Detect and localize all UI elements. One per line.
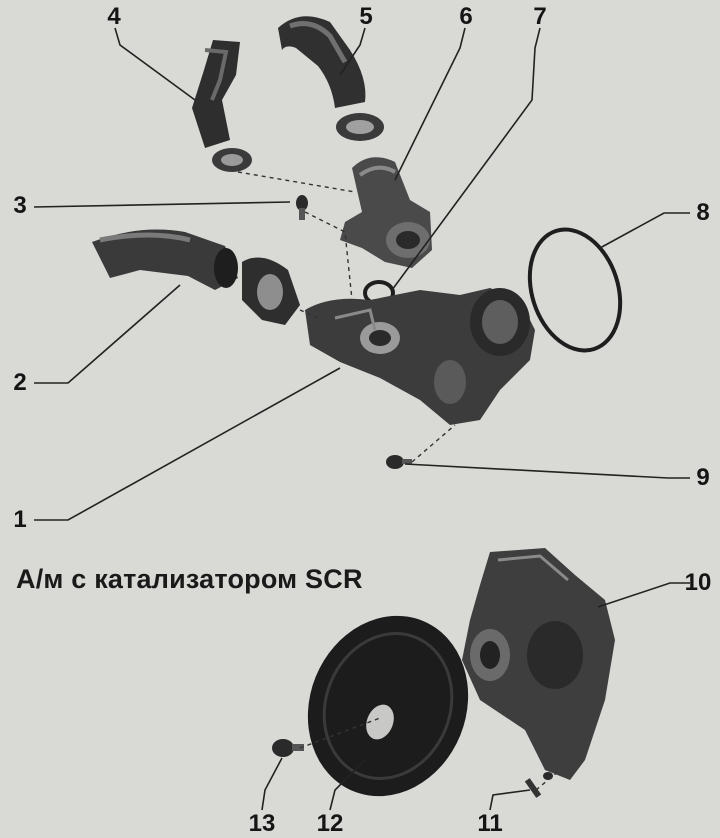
callout-6: 6 — [459, 3, 473, 30]
callout-8: 8 — [696, 199, 710, 226]
callout-7: 7 — [533, 3, 547, 30]
leader-lines — [33, 27, 690, 811]
bolt-9 — [386, 455, 412, 469]
callout-13: 13 — [248, 810, 276, 837]
bolt-13 — [272, 739, 304, 757]
hose-2 — [92, 229, 238, 290]
bolt-3 — [296, 195, 308, 220]
callout-11: 11 — [477, 810, 503, 837]
callout-4: 4 — [107, 3, 121, 30]
o-ring-8 — [527, 227, 623, 353]
clamp-5 — [336, 113, 384, 141]
callout-9: 9 — [696, 464, 710, 491]
callout-5: 5 — [359, 3, 373, 30]
callout-2: 2 — [13, 369, 27, 396]
callout-1: 1 — [13, 506, 27, 533]
clamp-4 — [212, 148, 252, 172]
clamp-2 — [242, 257, 300, 325]
callout-3: 3 — [13, 192, 27, 219]
assembly-guide-lines — [237, 171, 561, 791]
callout-10: 10 — [684, 569, 712, 596]
callout-12: 12 — [316, 810, 344, 837]
figure-caption: А/м с катализатором SCR — [16, 564, 363, 594]
pump-housing-10 — [462, 548, 615, 780]
hose-5 — [278, 16, 366, 109]
hose-4 — [192, 40, 240, 148]
pulley-12 — [307, 615, 469, 797]
housing-1 — [305, 288, 535, 425]
connector-6 — [340, 157, 432, 268]
